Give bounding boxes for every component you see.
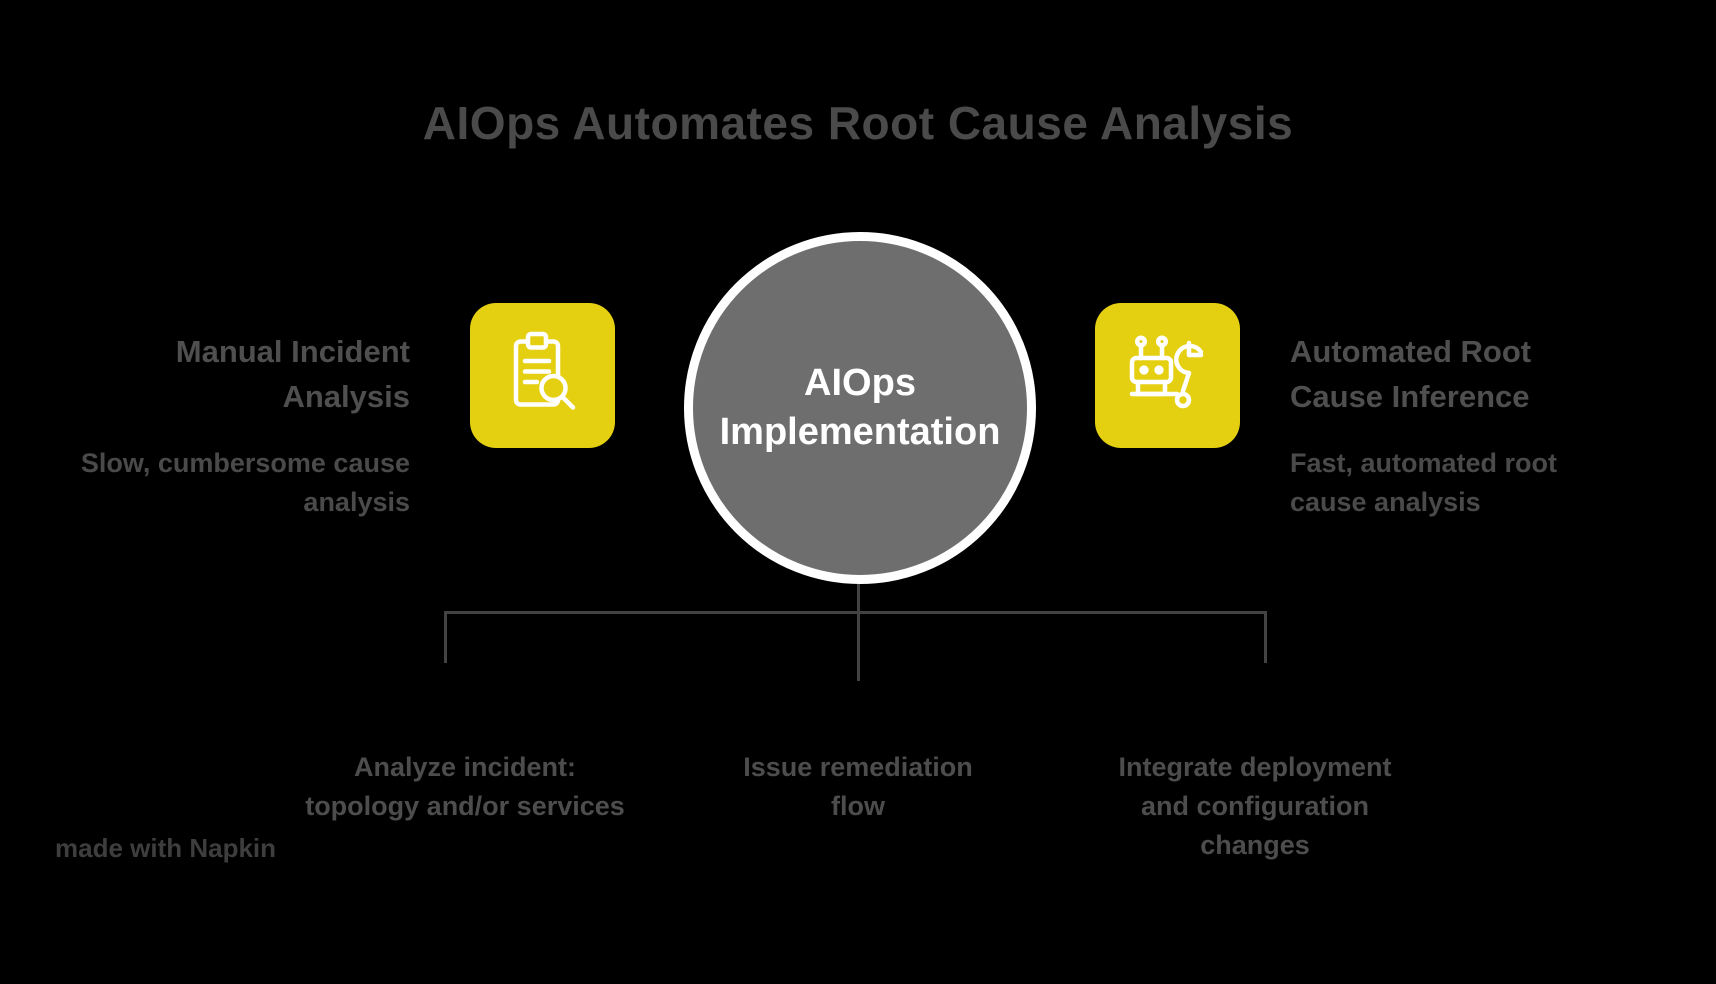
automated-inference-icon-card [1095,303,1240,448]
automated-inference-heading: Automated Root Cause Inference [1290,334,1532,414]
bottom-item-analyze-incident: Analyze incident: topology and/or servic… [305,752,625,822]
diagram-title: AIOps Automates Root Cause Analysis [422,97,1294,149]
connector-stub-middle [857,611,860,681]
manual-analysis-heading: Manual Incident Analysis [175,334,410,414]
central-node-aiops-implementation: AIOps Implementation [684,232,1036,584]
automated-root-cause-block: Automated Root Cause Inference Fast, aut… [1290,330,1660,522]
automated-inference-subtext: Fast, automated root cause analysis [1290,447,1558,518]
connector-stub-right [1264,611,1267,663]
connector-horizontal [444,611,1267,614]
manual-analysis-icon-card [470,303,615,448]
watermark-label: made with Napkin [55,833,277,863]
connector-stub-left [444,611,447,663]
manual-incident-analysis-block: Manual Incident Analysis Slow, cumbersom… [60,330,410,522]
manual-analysis-subtext: Slow, cumbersome cause analysis [80,447,410,518]
bottom-item-integrate-changes: Integrate deployment and configuration c… [1118,752,1392,861]
central-node-label: AIOps Implementation [719,361,1001,453]
clipboard-search-icon [495,325,591,426]
bottom-item-issue-remediation: Issue remediation flow [743,752,973,822]
robot-wrench-icon [1120,325,1216,426]
